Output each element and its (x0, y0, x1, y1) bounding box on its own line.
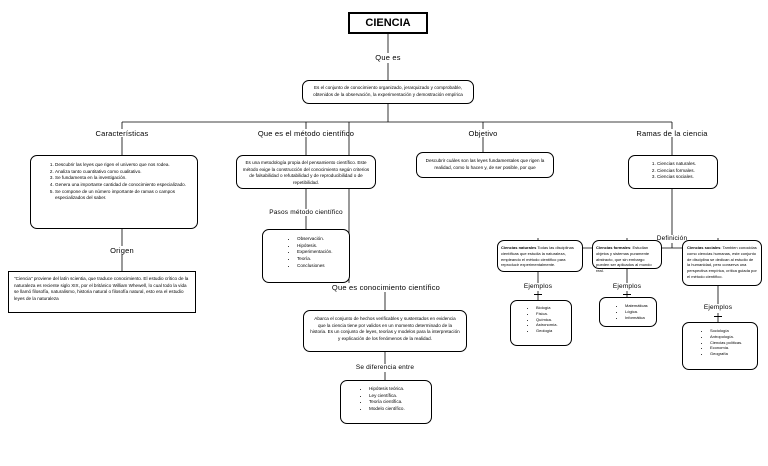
sociales-term: Ciencias sociales (687, 245, 721, 250)
sociales-text: : Tambien conocidas como ciencias humana… (687, 245, 757, 279)
list-item: Se compone de un número importante de ra… (55, 189, 191, 202)
list-item: Ciencias políticas. (710, 340, 754, 346)
list-item: Ley científica. (369, 393, 427, 400)
list-item: Geología (536, 328, 568, 334)
list-item: Antropología. (710, 334, 754, 340)
sociales-box: Ciencias sociales: Tambien conocidas com… (682, 240, 762, 286)
list-item: Ciencias sociales. (657, 174, 713, 181)
metodo-text: Es una metodología propia del pensamient… (242, 160, 370, 185)
definition-box: Es el conjunto de conocimiento organizad… (302, 80, 474, 104)
list-item: Analiza tanto cuantitativo como cualitat… (55, 169, 191, 176)
caracteristicas-label: Características (95, 129, 149, 138)
diferencia-list: Hipótesis teórica. Ley científica. Teorí… (345, 386, 427, 413)
underline-mark (534, 294, 542, 295)
list-item: Biología (536, 305, 568, 311)
naturales-text: Todas las disciplinas científicas que es… (501, 245, 574, 268)
list-item: Teoría científica. (369, 399, 427, 406)
formales-term: Ciencias formales (596, 245, 631, 250)
ejemplos-formales-list: Matemáticas Lógica. Informática (603, 303, 653, 320)
formales-box: Ciencias formales: Estudian objetos y si… (592, 240, 662, 273)
list-item: Experimentación. (297, 249, 345, 256)
list-item: Ciencias formales. (657, 168, 713, 175)
origen-label: Origen (110, 246, 134, 255)
pasos-label: Pasos método científico (269, 209, 343, 216)
list-item: Genera una importante cantidad de conoci… (55, 182, 191, 189)
ejemplos-formales-box: Matemáticas Lógica. Informática (599, 297, 657, 327)
list-item: Observación. (297, 236, 345, 243)
metodo-box: Es una metodología propia del pensamient… (236, 155, 376, 189)
conocimiento-label: Que es conocimiento científico (331, 283, 441, 292)
objetivo-text: Descubrir cuáles son las leyes fundament… (425, 158, 545, 170)
list-item: Teoría. (297, 256, 345, 263)
list-item: Matemáticas (625, 303, 653, 309)
caracteristicas-list: Descubrir las leyes que rigen el univers… (35, 162, 191, 202)
list-item: Lógica. (625, 309, 653, 315)
caracteristicas-box: Descubrir las leyes que rigen el univers… (30, 155, 198, 229)
formales-text: : Estudian objetos y sistemas puramente … (596, 245, 652, 274)
underline-mark (714, 316, 722, 317)
ejemplos-formales-label: Ejemplos (612, 283, 642, 290)
pasos-box: Observación. Hipótesis. Experimentación.… (262, 229, 350, 283)
list-item: Descubrir las leyes que rigen el univers… (55, 162, 191, 169)
list-item: Química. (536, 317, 568, 323)
naturales-box: Ciencias naturales Todas las disciplinas… (497, 240, 583, 272)
definicion-label: Definición (656, 235, 688, 242)
definition-text: Es el conjunto de conocimiento organizad… (313, 85, 463, 97)
list-item: Sociología (710, 328, 754, 334)
objetivo-box: Descubrir cuáles son las leyes fundament… (416, 152, 554, 178)
conocimiento-text: Abarca el conjunto de hechos verificable… (310, 316, 460, 341)
list-item: Conclusiones (297, 263, 345, 270)
diferencia-label: Se diferencia entre (355, 364, 415, 371)
list-item: Ciencias naturales. (657, 161, 713, 168)
pasos-list: Observación. Hipótesis. Experimentación.… (267, 236, 345, 269)
ramas-box: Ciencias naturales. Ciencias formales. C… (628, 155, 718, 189)
ejemplos-sociales-box: Sociología Antropología. Ciencias políti… (682, 322, 758, 370)
ejemplos-naturales-list: Biología Física. Química. Astronomía. Ge… (514, 305, 568, 334)
list-item: Física. (536, 311, 568, 317)
origen-text: "Ciencia" proviene del latín scientia, q… (14, 276, 189, 301)
main-title: CIENCIA (348, 12, 428, 34)
list-item: Astronomía. (536, 322, 568, 328)
list-item: Geografía (710, 351, 754, 357)
ejemplos-naturales-label: Ejemplos (523, 283, 553, 290)
ramas-label: Ramas de la ciencia (636, 129, 708, 138)
list-item: Economía. (710, 345, 754, 351)
metodo-label: Que es el método científico (257, 129, 355, 138)
que-es-label: Que es (375, 53, 401, 62)
list-item: Modelo científico. (369, 406, 427, 413)
list-item: Informática (625, 315, 653, 321)
naturales-term: Ciencias naturales (501, 245, 537, 250)
objetivo-label: Objetivo (468, 129, 498, 138)
list-item: Hipótesis. (297, 243, 345, 250)
ejemplos-naturales-box: Biología Física. Química. Astronomía. Ge… (510, 300, 572, 346)
underline-mark (623, 294, 631, 295)
origen-box: "Ciencia" proviene del latín scientia, q… (8, 271, 196, 313)
conocimiento-box: Abarca el conjunto de hechos verificable… (303, 310, 467, 352)
diferencia-box: Hipótesis teórica. Ley científica. Teorí… (340, 380, 432, 424)
ramas-list: Ciencias naturales. Ciencias formales. C… (633, 161, 713, 181)
ejemplos-sociales-label: Ejemplos (703, 304, 733, 311)
list-item: Hipótesis teórica. (369, 386, 427, 393)
ejemplos-sociales-list: Sociología Antropología. Ciencias políti… (686, 328, 754, 357)
list-item: Se fundamenta en la investigación. (55, 175, 191, 182)
